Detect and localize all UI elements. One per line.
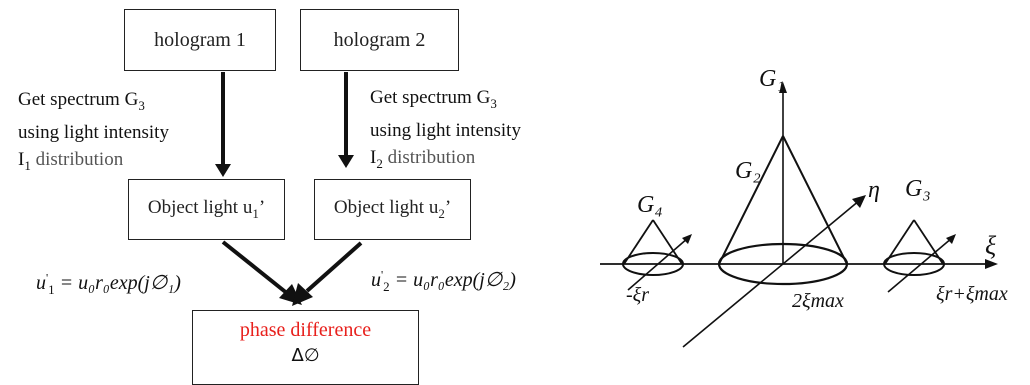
eq1-sub: 1 bbox=[48, 282, 55, 297]
step-2-line2: using light intensity bbox=[370, 119, 521, 141]
step-1-line3-sub: 1 bbox=[24, 157, 31, 173]
label-2-xi-max: 2ξmax bbox=[792, 290, 844, 312]
object-light-2-sub: 2 bbox=[438, 205, 445, 221]
hologram-2-label: hologram 2 bbox=[333, 28, 426, 51]
left-cone-axis bbox=[627, 237, 689, 291]
right-cone-axis bbox=[887, 237, 953, 293]
right-cone-base bbox=[883, 252, 945, 276]
eq2-prime: ' bbox=[381, 267, 384, 282]
object-light-1-box: Object light u1’ bbox=[128, 179, 285, 240]
arrowhead-4 bbox=[292, 283, 313, 306]
eq1-rhs: = u₀r₀exp(j∅₁) bbox=[54, 272, 181, 294]
label-xi-r-plus-xi-max: ξr+ξmax bbox=[936, 283, 1008, 305]
step-1-sub: 3 bbox=[138, 97, 145, 113]
left-cone-right-edge bbox=[652, 219, 683, 265]
object-light-2-post: ’ bbox=[444, 197, 452, 219]
step-1-line3-pre: I bbox=[18, 148, 25, 170]
label-eta: η bbox=[868, 177, 880, 203]
step-1-line3-post: distribution bbox=[30, 148, 124, 170]
object-light-2-label: Object light u2’ bbox=[334, 197, 451, 222]
step-2-line3-sub: 2 bbox=[376, 155, 383, 171]
eq2-lhs: u bbox=[371, 269, 381, 291]
step-2-line3-pre: I bbox=[370, 146, 377, 168]
eq1-lhs: u bbox=[36, 272, 46, 294]
object-light-1-sub: 1 bbox=[252, 205, 259, 221]
label-g4: G₄ bbox=[637, 192, 663, 218]
eq2-rhs: = u₀r₀exp(j∅₂) bbox=[389, 269, 516, 291]
right-cone-axis-arrow bbox=[946, 234, 956, 244]
eq1-prime: ' bbox=[46, 270, 49, 285]
phase-difference-title: phase difference bbox=[239, 319, 372, 341]
step-1-line2: using light intensity bbox=[18, 121, 169, 143]
step-1-text: Get spectrum G3 using light intensity I1… bbox=[18, 86, 169, 179]
hologram-1-label: hologram 1 bbox=[154, 28, 246, 51]
g1-axis-arrow bbox=[779, 82, 787, 93]
right-cone-left-edge bbox=[884, 219, 915, 265]
left-cone-base bbox=[622, 252, 684, 276]
label-g2: G₂ bbox=[735, 158, 761, 184]
step-2-text: Get spectrum G3 using light intensity I2… bbox=[370, 84, 521, 177]
equation-2: u'2 = u₀r₀exp(j∅₂) bbox=[371, 267, 516, 295]
arrow-object1-to-result bbox=[221, 240, 290, 296]
hologram-2-box: hologram 2 bbox=[300, 9, 459, 71]
arrowhead-1 bbox=[215, 164, 231, 177]
step-2-sub: 3 bbox=[490, 95, 497, 111]
object-light-1-label: Object light u1’ bbox=[148, 197, 265, 222]
object-light-2-box: Object light u2’ bbox=[314, 179, 471, 240]
step-1-line1: Get spectrum G bbox=[18, 89, 139, 110]
label-g3: G₃ bbox=[905, 176, 931, 202]
left-cone-axis-arrow bbox=[682, 234, 692, 244]
arrowhead-2 bbox=[338, 155, 354, 168]
step-2-line1: Get spectrum G bbox=[370, 87, 491, 108]
label-xi: ξ bbox=[985, 231, 997, 260]
right-cone-right-edge bbox=[913, 219, 944, 265]
eta-axis bbox=[682, 199, 861, 348]
xi-axis-arrow bbox=[985, 259, 998, 269]
object-light-1-post: ’ bbox=[258, 197, 266, 219]
object-light-1-pre: Object light u bbox=[147, 197, 253, 219]
object-light-2-pre: Object light u bbox=[333, 197, 439, 219]
hologram-1-box: hologram 1 bbox=[124, 9, 276, 71]
label-neg-xi-r: -ξr bbox=[626, 284, 649, 306]
eq2-sub: 2 bbox=[383, 279, 390, 294]
central-cone-left-edge bbox=[718, 135, 784, 265]
phase-difference-box: phase difference Δ∅ bbox=[192, 310, 419, 385]
arrow-object2-to-result bbox=[305, 241, 363, 293]
step-2-line3-post: distribution bbox=[382, 146, 476, 168]
equation-1: u'1 = u₀r₀exp(j∅₁) bbox=[36, 270, 181, 298]
phase-difference-value: Δ∅ bbox=[291, 345, 320, 366]
central-cone-right-edge bbox=[782, 135, 848, 265]
left-cone-left-edge bbox=[623, 219, 654, 265]
label-g1: G₁ bbox=[759, 66, 785, 92]
eta-axis-arrow bbox=[852, 195, 866, 208]
